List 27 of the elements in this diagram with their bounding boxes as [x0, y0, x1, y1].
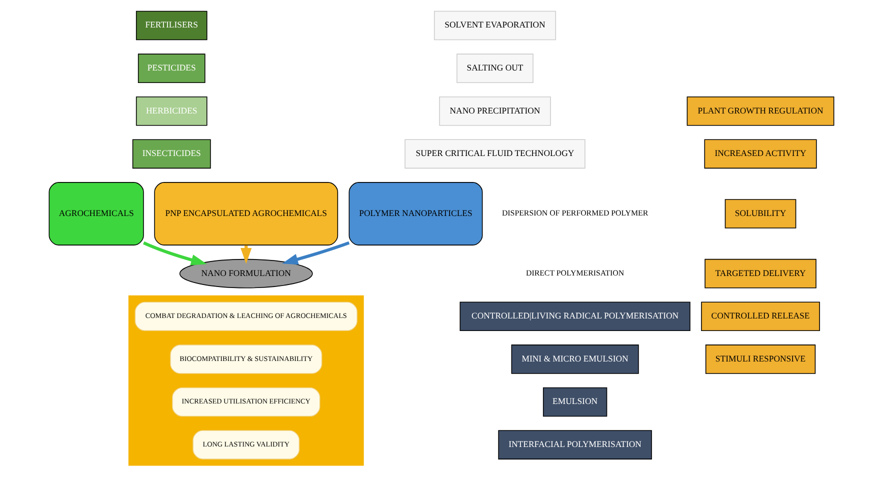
node-box: CONTROLLED RELEASE	[701, 302, 820, 332]
node-box: CONTROLLED|LIVING RADICAL POLYMERISATION	[460, 302, 690, 332]
cluster	[128, 295, 364, 466]
node-box: POLYMER NANOPARTICLES	[348, 182, 483, 246]
node-ellipse: NANO FORMULATION	[179, 258, 313, 288]
node-box: PNP ENCAPSULATED AGROCHEMICALS	[154, 182, 338, 246]
arrow	[143, 241, 207, 266]
node-box: SALTING OUT	[456, 54, 534, 83]
node-box: EMULSION	[542, 387, 608, 417]
label: DISPERSION OF PERFORMED POLYMER	[502, 208, 648, 218]
label: DIRECT POLYMERISATION	[526, 268, 624, 278]
node-box: PLANT GROWTH REGULATION	[686, 96, 834, 126]
node-box: SUPER CRITICAL FLUID TECHNOLOGY	[404, 139, 586, 169]
node-box: STIMULI RESPONSIVE	[705, 344, 816, 374]
node-box: SOLUBILITY	[724, 199, 796, 228]
node-box: SOLVENT EVAPORATION	[434, 10, 556, 40]
node-box: PESTICIDES	[138, 54, 206, 83]
node-box: INSECTICIDES	[132, 139, 211, 169]
node-box: TARGETED DELIVERY	[704, 258, 816, 288]
node-box: HERBICIDES	[136, 96, 208, 126]
node-box: FERTILISERS	[136, 10, 208, 40]
node-box: MINI & MICRO EMULSION	[511, 344, 639, 374]
node-box: INTERFACIAL POLYMERISATION	[498, 430, 652, 460]
node-box: NANO PRECIPITATION	[439, 96, 551, 126]
arrow	[282, 241, 350, 265]
node-box: INCREASED ACTIVITY	[704, 139, 817, 169]
node-box: AGROCHEMICALS	[48, 182, 144, 246]
